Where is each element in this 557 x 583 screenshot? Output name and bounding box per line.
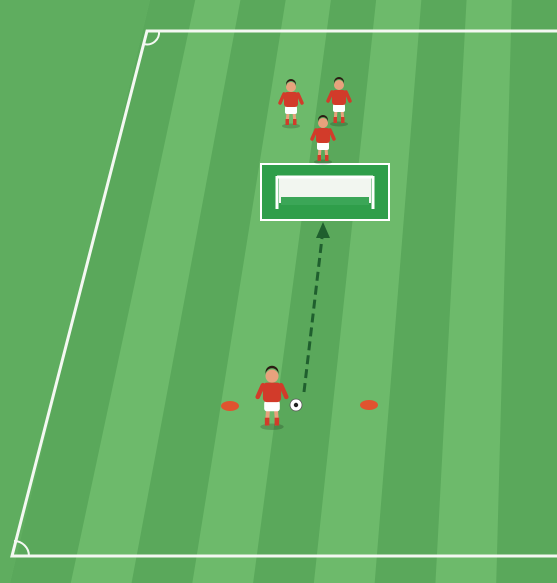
player-sock-right: [293, 119, 297, 125]
player-shorts: [333, 104, 345, 112]
player-sock-left: [286, 119, 290, 125]
cone-right: [360, 400, 378, 410]
player-shirt: [263, 383, 281, 403]
goal-inner-shadow: [281, 197, 369, 205]
player-head: [286, 82, 296, 92]
player-shorts: [317, 142, 329, 150]
player-shadow: [282, 124, 300, 129]
player-head: [318, 118, 328, 128]
ball-patch: [294, 403, 298, 407]
player-shirt: [332, 90, 346, 105]
player-sock-right: [325, 155, 329, 161]
player-shirt: [284, 92, 298, 107]
player-sock-right: [275, 418, 280, 426]
player-shadow: [314, 160, 332, 165]
player-shorts: [285, 106, 297, 114]
goal: [261, 164, 389, 220]
player-head: [334, 80, 344, 90]
player-sock-right: [341, 117, 345, 123]
ball: [290, 399, 302, 411]
player-shadow: [330, 122, 348, 127]
player-head: [266, 370, 279, 383]
player-shorts: [264, 401, 280, 411]
cone-left: [221, 401, 239, 411]
player-shadow: [260, 424, 283, 431]
player-sock-left: [265, 418, 270, 426]
player-sock-left: [334, 117, 338, 123]
player-shirt: [316, 128, 330, 143]
player-sock-left: [318, 155, 322, 161]
